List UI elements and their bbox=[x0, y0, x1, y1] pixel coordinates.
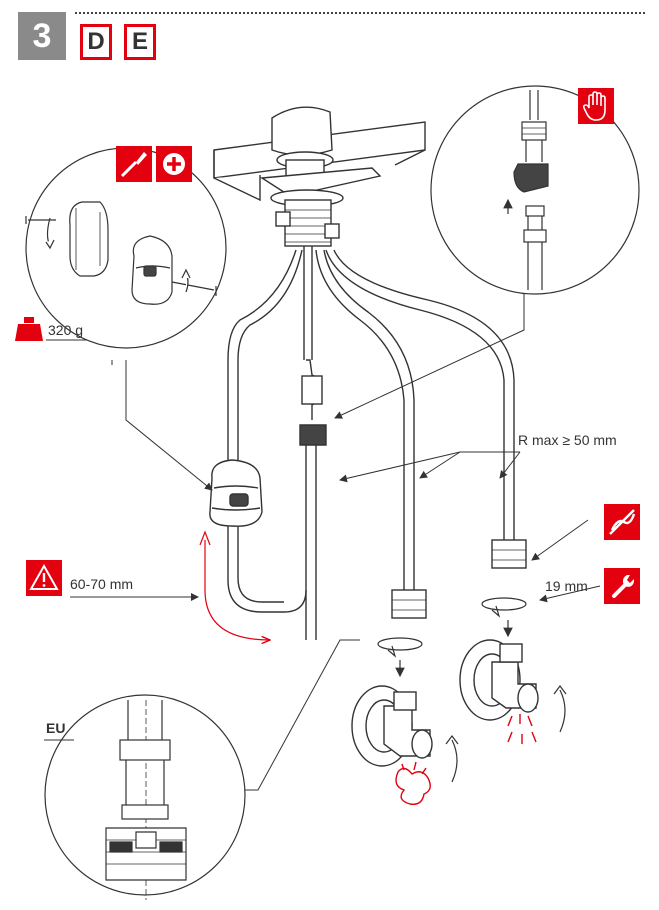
wrench-icon bbox=[604, 568, 640, 604]
screwdriver-icon bbox=[116, 146, 152, 182]
hand-stop-icon bbox=[578, 88, 614, 124]
lang-code-d: D bbox=[80, 24, 112, 60]
wrench-size-label: 19 mm bbox=[545, 578, 588, 594]
angle-valve-right bbox=[459, 639, 539, 721]
counterweight bbox=[209, 459, 263, 527]
water-spray bbox=[395, 714, 537, 805]
faucet-stub bbox=[259, 106, 382, 247]
supply-hoses bbox=[315, 249, 515, 590]
header-divider bbox=[75, 12, 645, 14]
center-rod bbox=[299, 246, 327, 640]
bend-radius-label: R max ≥ 50 mm bbox=[518, 432, 617, 448]
angle-valve-left bbox=[351, 685, 433, 767]
rotation-arrows bbox=[377, 597, 527, 678]
detail-circle-counterweight-assembly bbox=[25, 147, 227, 349]
valve-turn-arrows bbox=[445, 685, 567, 783]
step-number-badge: 3 bbox=[18, 12, 66, 60]
plus-icon bbox=[156, 146, 192, 182]
detail-circle-quick-connector bbox=[430, 85, 640, 295]
lang-code-e: E bbox=[124, 24, 156, 60]
leader-lines bbox=[46, 290, 601, 791]
weight-icon bbox=[14, 316, 44, 342]
detail-circle-eu-connection bbox=[44, 694, 246, 900]
warning-icon bbox=[26, 560, 62, 596]
no-sealant-icon bbox=[604, 504, 640, 540]
hose-length-label: 60-70 mm bbox=[70, 576, 134, 592]
hose-loop bbox=[227, 249, 307, 613]
length-dimension bbox=[199, 530, 270, 640]
weight-label: 320 g bbox=[48, 322, 84, 338]
hose-nuts bbox=[391, 539, 527, 619]
region-label: EU bbox=[46, 720, 66, 736]
